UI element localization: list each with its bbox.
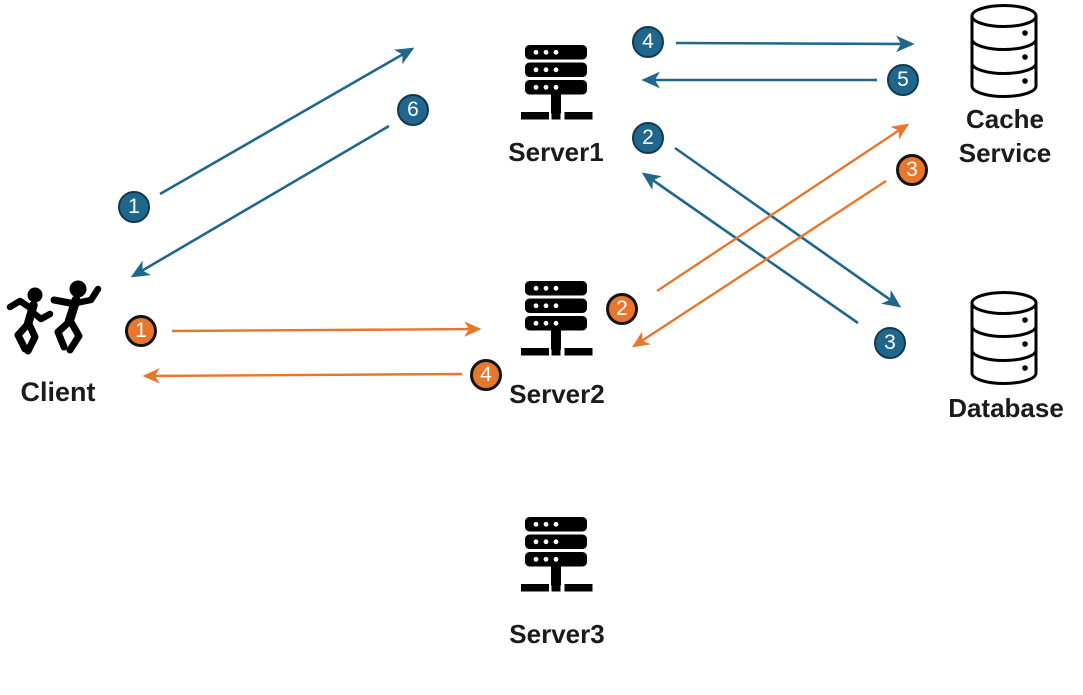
server2-label: Server2 xyxy=(509,379,605,409)
badge-blue-step-6: 6 xyxy=(397,94,429,126)
server3-icon xyxy=(521,517,593,592)
database-cylinder-icon xyxy=(970,291,1038,385)
arrow-blue-3-database-to-server1 xyxy=(641,172,859,325)
badge-blue-step-2: 2 xyxy=(632,122,664,154)
arrow-orange-1-client-to-server2 xyxy=(171,321,482,337)
badge-orange-step-2: 2 xyxy=(606,293,638,325)
client-label: Client xyxy=(20,377,96,407)
badge-blue-step-5: 5 xyxy=(887,64,919,96)
cache-label-line1: Cache xyxy=(965,104,1045,134)
database-label: Database xyxy=(948,393,1064,423)
server3-label: Server3 xyxy=(509,619,605,649)
server1-icon xyxy=(521,45,593,120)
arrow-blue-1-client-to-server1 xyxy=(159,47,415,196)
cache-label-line2: Service xyxy=(958,138,1052,168)
badge-orange-step-1: 1 xyxy=(125,315,157,347)
arrow-blue-4-server1-to-cache xyxy=(675,35,915,53)
server1-label: Server1 xyxy=(508,137,604,167)
arrow-blue-6-server1-to-client xyxy=(130,124,390,278)
cache-service-database-icon xyxy=(970,4,1038,98)
badge-orange-step-3: 3 xyxy=(896,154,928,186)
arrow-orange-4-server2-to-client xyxy=(142,368,463,384)
server2-icon xyxy=(521,281,593,356)
arrow-orange-2-server2-to-cache xyxy=(656,123,910,292)
badge-orange-step-4: 4 xyxy=(470,359,502,391)
badge-blue-step-3: 3 xyxy=(874,327,906,359)
cache-service-label: Cache Service xyxy=(959,102,1052,170)
arrow-orange-3-cache-to-server2 xyxy=(631,179,887,348)
arrow-blue-2-server1-to-database xyxy=(674,146,902,308)
badge-blue-step-4: 4 xyxy=(632,26,664,58)
badge-blue-step-1: 1 xyxy=(118,191,150,223)
client-people-icon xyxy=(6,280,102,355)
